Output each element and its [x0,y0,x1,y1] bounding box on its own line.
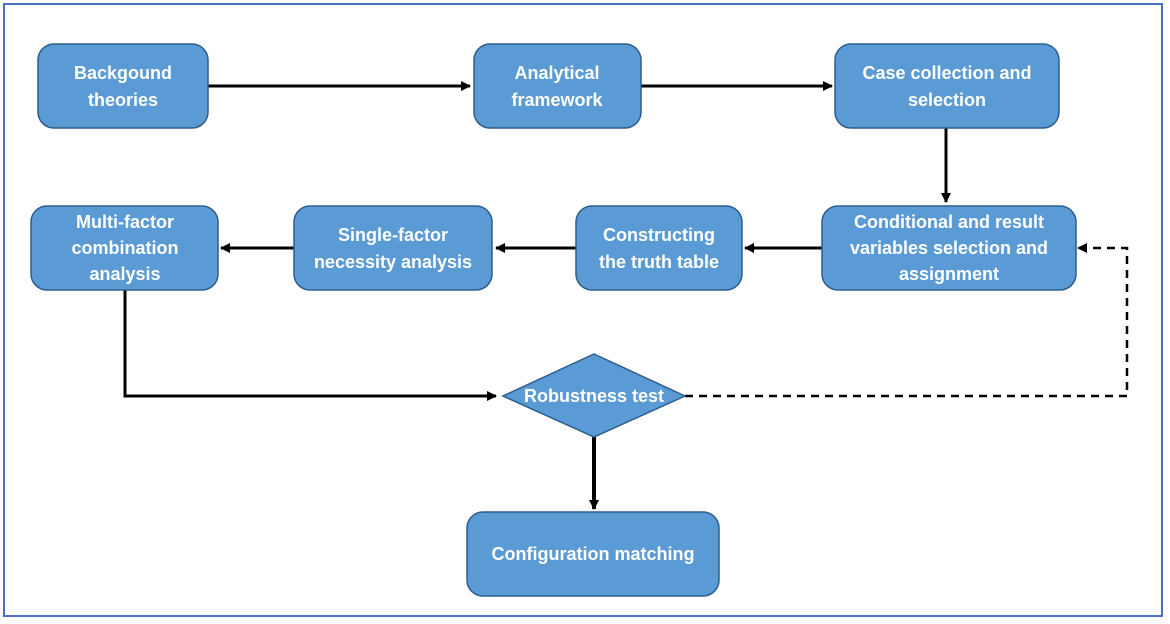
node-label-line: Configuration matching [492,544,695,564]
node-robustness-test: Robustness test [501,353,687,438]
diagram-frame [3,3,1163,617]
node-label-line: variables selection and [850,238,1048,258]
node-configuration-matching: Configuration matching [466,511,720,597]
node-label-line: assignment [899,264,999,284]
node-label-line: Analytical [514,63,599,83]
node-label-line: Case collection and [862,63,1031,83]
node-label-line: Backgound [74,63,172,83]
node-label-line: analysis [89,264,160,284]
node-label-line: selection [908,90,986,110]
node-multi-factor: Multi-factor combination analysis [30,205,219,291]
node-label-line: Robustness test [524,386,664,406]
arrow-multi-factor-to-robustness [123,290,497,401]
node-label-line: necessity analysis [314,252,472,272]
node-label-line: theories [88,90,158,110]
node-single-factor: Single-factor necessity analysis [293,205,493,291]
node-variables-selection: Conditional and result variables selecti… [821,205,1077,291]
node-label-line: framework [511,90,603,110]
node-background-theories: Backgound theories [37,43,209,129]
connectors [123,81,1129,510]
node-analytical-framework: Analytical framework [473,43,642,129]
node-label-line: Single-factor [338,225,448,245]
node-label-line: the truth table [599,252,719,272]
node-label-line: combination [72,238,179,258]
node-case-collection: Case collection and selection [834,43,1060,129]
node-label-line: Multi-factor [76,212,174,232]
node-label-line: Conditional and result [854,212,1044,232]
node-label-line: Constructing [603,225,715,245]
node-truth-table: Constructing the truth table [575,205,743,291]
